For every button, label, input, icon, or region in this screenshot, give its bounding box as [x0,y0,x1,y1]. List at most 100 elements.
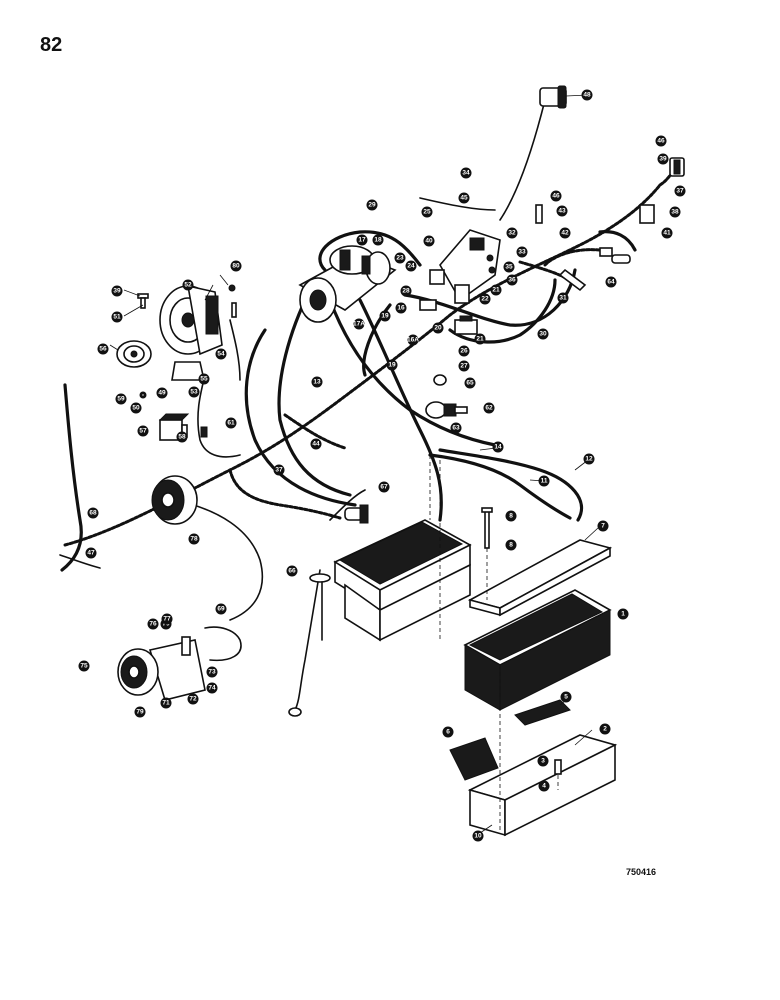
svg-text:39: 39 [113,288,121,295]
svg-text:39: 39 [659,156,667,163]
callout-61: 61 [225,417,237,429]
callout-42: 42 [559,227,571,239]
callout-68: 68 [87,507,99,519]
svg-text:26: 26 [460,348,468,355]
svg-text:4: 4 [542,783,546,790]
svg-text:31: 31 [559,295,567,302]
callout-51: 51 [111,311,123,323]
callout-64: 64 [605,276,617,288]
svg-text:19: 19 [381,313,389,320]
callout-37b: 37 [273,464,285,476]
figure-reference-code: 750416 [626,867,657,877]
callout-43: 43 [556,205,568,217]
svg-text:17: 17 [358,237,366,244]
callout-14: 14 [492,441,504,453]
svg-text:12: 12 [585,456,593,463]
svg-text:55: 55 [200,376,208,383]
svg-text:51: 51 [113,314,121,321]
callout-31: 31 [557,292,569,304]
callout-37a: 37 [674,185,686,197]
relay-cluster [419,229,501,311]
callout-73: 73 [206,666,218,678]
svg-text:21: 21 [476,336,484,343]
svg-text:11: 11 [541,478,548,485]
callout-8a: 8 [505,510,517,522]
svg-text:72: 72 [189,696,197,703]
tail-light-79 [117,636,206,701]
svg-text:57: 57 [139,428,147,435]
svg-text:29: 29 [368,202,376,209]
starter-motor [298,245,397,323]
callout-26: 26 [458,345,470,357]
callout-bubbles: 1 2 3 4 5 6 7 8 8 10 11 12 13 14 16 16A … [78,89,686,842]
svg-text:30: 30 [539,331,547,338]
alternator-pulley [116,340,152,368]
svg-text:1: 1 [621,611,625,618]
svg-text:63: 63 [452,425,460,432]
svg-text:33: 33 [518,249,526,256]
callout-46a: 46 [655,135,667,147]
svg-text:27: 27 [460,363,468,370]
svg-text:66: 66 [288,568,296,575]
svg-text:28: 28 [402,288,410,295]
svg-text:61: 61 [227,420,235,427]
svg-text:69: 69 [217,606,225,613]
callout-71: 71 [160,697,172,709]
callout-25: 25 [421,206,433,218]
svg-text:77: 77 [163,616,171,623]
svg-text:78: 78 [190,536,198,543]
callout-4: 4 [538,780,550,792]
svg-text:64: 64 [607,279,615,286]
callout-11: 11 [538,475,550,487]
callout-72: 72 [187,693,199,705]
svg-text:25: 25 [423,209,431,216]
callout-3: 3 [537,755,549,767]
callout-10: 10 [472,830,484,842]
callout-2: 2 [599,723,611,735]
hold-down-bolt [481,507,493,549]
callout-54: 54 [215,348,227,360]
callout-19a: 19 [379,310,391,322]
callout-80: 80 [230,260,242,272]
callout-28: 28 [400,285,412,297]
callout-52: 52 [182,279,194,291]
svg-text:43: 43 [558,208,566,215]
svg-text:58: 58 [178,434,186,441]
svg-text:2: 2 [603,726,607,733]
svg-text:3: 3 [541,758,545,765]
svg-text:54: 54 [217,351,225,358]
callout-8b: 8 [505,539,517,551]
callout-35: 35 [503,261,515,273]
svg-text:10: 10 [474,833,482,840]
svg-text:53: 53 [190,389,198,396]
svg-text:59: 59 [117,396,125,403]
svg-text:38: 38 [671,209,679,216]
svg-text:23: 23 [396,255,404,262]
svg-text:21: 21 [492,287,500,294]
svg-text:74: 74 [208,685,216,692]
svg-text:45: 45 [460,195,468,202]
svg-text:80: 80 [232,263,240,270]
callout-38: 38 [669,206,681,218]
callout-69: 69 [215,603,227,615]
svg-text:16A: 16A [407,337,419,344]
svg-text:36: 36 [508,277,516,284]
svg-text:35: 35 [505,264,513,271]
svg-text:6: 6 [446,729,450,736]
callout-20: 20 [432,322,444,334]
callout-13: 13 [311,376,323,388]
svg-text:14: 14 [494,444,502,451]
callout-78: 78 [188,533,200,545]
svg-text:8: 8 [509,513,513,520]
callout-17: 17 [356,234,368,246]
svg-text:47: 47 [87,550,95,557]
svg-text:20: 20 [434,325,442,332]
callout-58: 58 [176,431,188,443]
svg-text:79: 79 [136,709,144,716]
battery-box-lower [467,734,618,837]
svg-text:44: 44 [312,441,320,448]
svg-text:13: 13 [313,379,321,386]
svg-text:41: 41 [663,230,671,237]
callout-77: 77 [161,613,173,625]
